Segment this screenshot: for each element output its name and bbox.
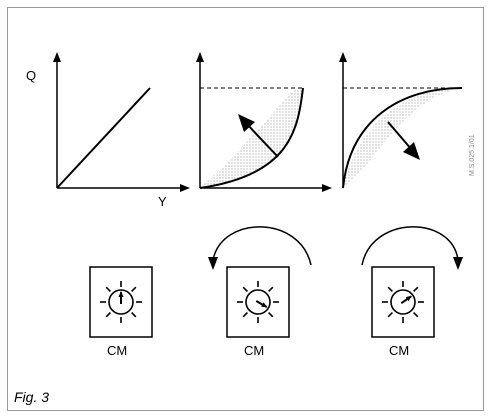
y-axis-arrow-icon <box>339 52 347 62</box>
adjust-arrow-line <box>387 121 413 151</box>
figure-frame <box>7 7 484 411</box>
knob-tick <box>242 312 248 318</box>
graph-linear: Q Y <box>26 52 190 209</box>
dial-1: CM <box>89 266 153 358</box>
y-axis-arrow-icon <box>196 52 204 62</box>
dial-3: CM <box>371 266 435 358</box>
dial-knob-icon <box>237 281 279 323</box>
drawing-code: M.S.025.1/01 <box>469 134 476 176</box>
knob-pointer-head-icon <box>118 291 124 297</box>
knob-tick <box>131 286 137 292</box>
y-axis-arrow-icon <box>53 52 61 62</box>
counterclockwise-arrow-icon <box>208 257 218 270</box>
knob-tick <box>268 312 274 318</box>
adjust-arrow-icon <box>238 114 255 132</box>
knob-tick <box>105 312 111 318</box>
knob-tick <box>268 286 274 292</box>
equal-percentage-curve <box>199 87 304 189</box>
y-axis-label: Y <box>158 194 167 209</box>
graph-quick-opening: M.S.025.1/01 <box>339 52 476 189</box>
q-axis-label: Q <box>26 68 36 83</box>
quick-opening-curve <box>342 87 463 189</box>
knob-tick <box>131 312 137 318</box>
graph-equal-percentage <box>196 52 332 192</box>
knob-pointer-head-icon <box>261 302 268 308</box>
figure-caption: Fig. 3 <box>14 389 50 405</box>
linear-curve <box>56 87 151 189</box>
knob-tick <box>105 286 111 292</box>
counterclockwise-arc <box>212 226 312 266</box>
x-axis-arrow-icon <box>180 184 190 192</box>
knob-tick <box>413 312 419 318</box>
clockwise-arc <box>361 226 459 266</box>
dial-label: CM <box>244 343 264 358</box>
dial-knob-icon <box>382 281 424 323</box>
adjust-arrow-line <box>244 121 279 158</box>
dial-label: CM <box>389 343 409 358</box>
dial-label: CM <box>107 343 127 358</box>
dial-2: CM <box>226 266 290 358</box>
knob-tick <box>387 312 393 318</box>
hatched-range <box>200 87 303 188</box>
dial-knob-icon <box>100 281 142 323</box>
clockwise-arrow-icon <box>453 257 463 270</box>
adjust-arrow-icon <box>403 142 420 160</box>
knob-tick <box>387 286 393 292</box>
knob-pointer-head-icon <box>405 295 413 302</box>
hatched-range <box>343 88 462 188</box>
knob-tick <box>242 286 248 292</box>
knob-tick <box>413 286 419 292</box>
x-axis-arrow-icon <box>322 184 332 192</box>
